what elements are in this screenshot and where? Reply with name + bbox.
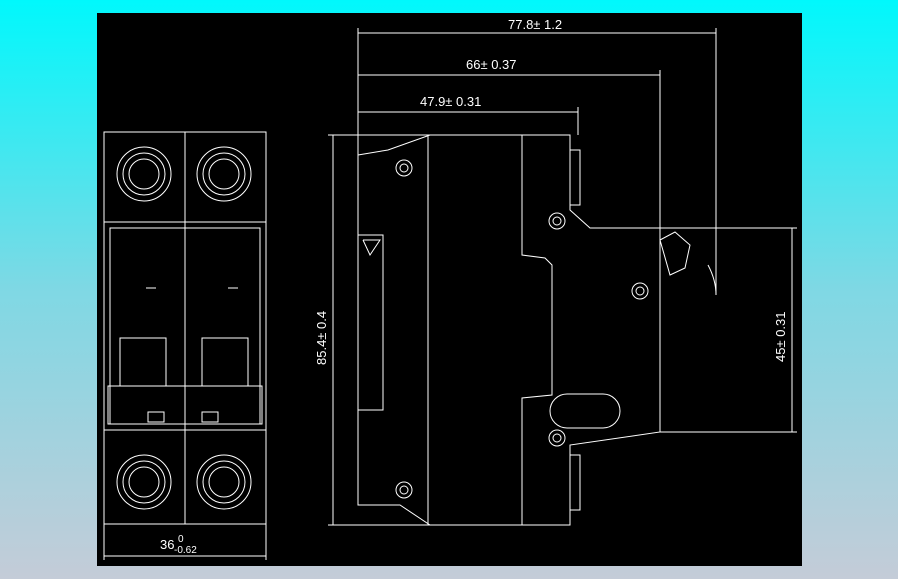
front-view <box>103 131 267 560</box>
dimension-lines <box>328 28 797 526</box>
dim-height: 85.4± 0.4 <box>314 311 329 365</box>
dim-width-tol-upper: 0 <box>178 534 184 545</box>
dim-width-tol-lower: -0.62 <box>174 545 197 556</box>
cad-drawing-canvas <box>97 13 802 566</box>
dim-width-main: 36 <box>160 537 174 552</box>
dim-length-short: 47.9± 0.31 <box>420 94 481 109</box>
dim-rail-height: 45± 0.31 <box>773 311 788 362</box>
terminal-screw-icon <box>116 146 252 510</box>
toggle-lever-icon <box>659 231 691 276</box>
dim-overall-length: 77.8± 1.2 <box>508 17 562 32</box>
dim-length-mid: 66± 0.37 <box>466 57 517 72</box>
side-view <box>357 134 717 526</box>
